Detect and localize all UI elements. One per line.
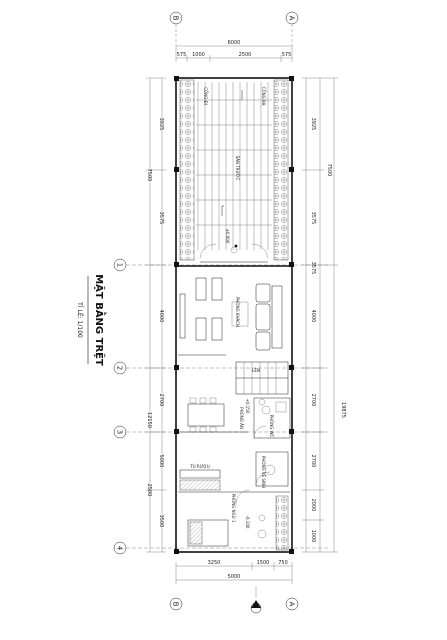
dim-top-seg-4: 575: [282, 52, 292, 58]
section-marker-icon: [250, 586, 262, 614]
dim-left-5: 2700: [158, 394, 164, 407]
dim-top-seg-2: 1000: [192, 52, 205, 58]
room-label-living: PHÒNG KHÁCH: [235, 297, 240, 327]
dim-bottom-seg-3: 750: [278, 560, 288, 566]
building-outline: [174, 76, 294, 554]
dim-left-3: 3575: [158, 212, 164, 225]
small-wc: PHÒNG VỆ SINH: [255, 451, 289, 488]
top-dimensions: 6000 575 1000 2500 575: [175, 40, 293, 62]
dim-left-6: 12150: [146, 412, 152, 428]
axis-label-row-4: 4: [116, 546, 124, 551]
dim-right-7: 2000: [310, 499, 316, 512]
dim-left-2: 7500: [146, 169, 152, 182]
stair-label: LÊN: [252, 368, 260, 373]
dim-right-4: 4000: [310, 310, 316, 323]
room-label-front-yard: SÂN TRƯỚC: [235, 156, 240, 181]
drawing-scale: TỈ LỆ: 1/100: [76, 301, 84, 338]
dim-right-6: 2700: [310, 455, 316, 468]
level-2: +0.150: [245, 399, 250, 414]
dim-left-7: 5000: [158, 455, 164, 468]
level-3: -0.100: [245, 516, 250, 529]
axis-bubble-top-B: B: [169, 11, 183, 44]
dim-left-4: 4000: [158, 310, 164, 323]
dim-right-8: 1000: [310, 530, 316, 543]
axis-label-bottom-A: A: [288, 602, 296, 607]
living-room: PHÒNG KHÁCH: [178, 265, 290, 356]
drawing-title-block: MẶT BẰNG TRỆT TỈ LỆ: 1/100: [76, 274, 108, 366]
gate-label-left: CỔNG ĐI: [203, 87, 208, 105]
dim-right-outer-1: 7500: [326, 164, 332, 177]
gate-label-right: CỔNG RA: [261, 87, 266, 106]
dining-area: PHÒNG ĂN: [178, 397, 248, 433]
front-yard: SÂN TRƯỚC CỔNG ĐI CỔNG RA: [179, 79, 289, 263]
level-1: ±0.000: [225, 229, 230, 244]
dim-left-8: 2500: [146, 484, 152, 497]
axis-bubble-row-4: 4: [113, 541, 330, 555]
left-dimensions: 3925 7500 3575 4000 2700 12150 5000 2500…: [146, 77, 166, 553]
axis-label-bottom-B: B: [172, 602, 180, 607]
dim-bottom-seg-1: 3250: [208, 560, 221, 566]
dim-right-3: 3575: [310, 262, 316, 275]
dim-bottom-seg-2: 1500: [257, 560, 270, 566]
room-label-small-wc: PHÒNG VỆ SINH: [261, 456, 266, 488]
yard-paving-lines: [196, 82, 272, 250]
room-label-wc: PHÒNG WC: [269, 415, 274, 438]
level-markers: ±0.000 +0.150 -0.100: [225, 229, 266, 529]
axis-label-row-2: 2: [116, 366, 124, 370]
drawing-title: MẶT BẰNG TRỆT: [93, 274, 108, 366]
room-label-dining: PHÒNG ĂN: [239, 407, 244, 429]
sofa-icon: [231, 283, 283, 351]
axis-label-row-3: 3: [116, 430, 124, 434]
axis-bubble-bottom-A: A: [285, 597, 299, 611]
axis-label-top-B: B: [172, 16, 180, 21]
wine-cabinet: TỦ RƯỢU: [179, 464, 221, 491]
axis-label-top-A: A: [288, 16, 296, 21]
dim-right-2: 3575: [310, 212, 316, 225]
axis-bubble-bottom-B: B: [169, 597, 183, 611]
dim-right-1: 3925: [310, 118, 316, 131]
bedroom: PHÒNG NGỦ 1: [178, 489, 290, 551]
label-wine-cabinet: TỦ RƯỢU: [189, 464, 210, 469]
room-label-bedroom: PHÒNG NGỦ 1: [231, 494, 236, 523]
axis-bubble-top-A: A: [285, 11, 299, 44]
axis-label-row-1: 1: [116, 263, 124, 267]
dim-left-1: 3925: [158, 118, 164, 131]
armchair-icon: [195, 277, 223, 341]
dim-top-seg-1: 575: [177, 52, 187, 58]
dim-right-5: 2700: [310, 394, 316, 407]
staircase: LÊN: [235, 361, 289, 395]
dim-right-outer-2: 19875: [340, 402, 346, 418]
wc-room: PHÒNG WC: [253, 397, 291, 439]
bottom-dimensions: 3250 1500 750 5000: [175, 560, 293, 584]
dim-top-seg-3: 2500: [239, 52, 252, 58]
right-dimensions: 3925 3575 3575 4000 2700 2700 2000 1000 …: [302, 77, 346, 553]
dim-top-overall: 6000: [228, 40, 241, 46]
dim-left-9: 3500: [158, 515, 164, 528]
dim-bottom-overall: 5000: [228, 574, 241, 580]
